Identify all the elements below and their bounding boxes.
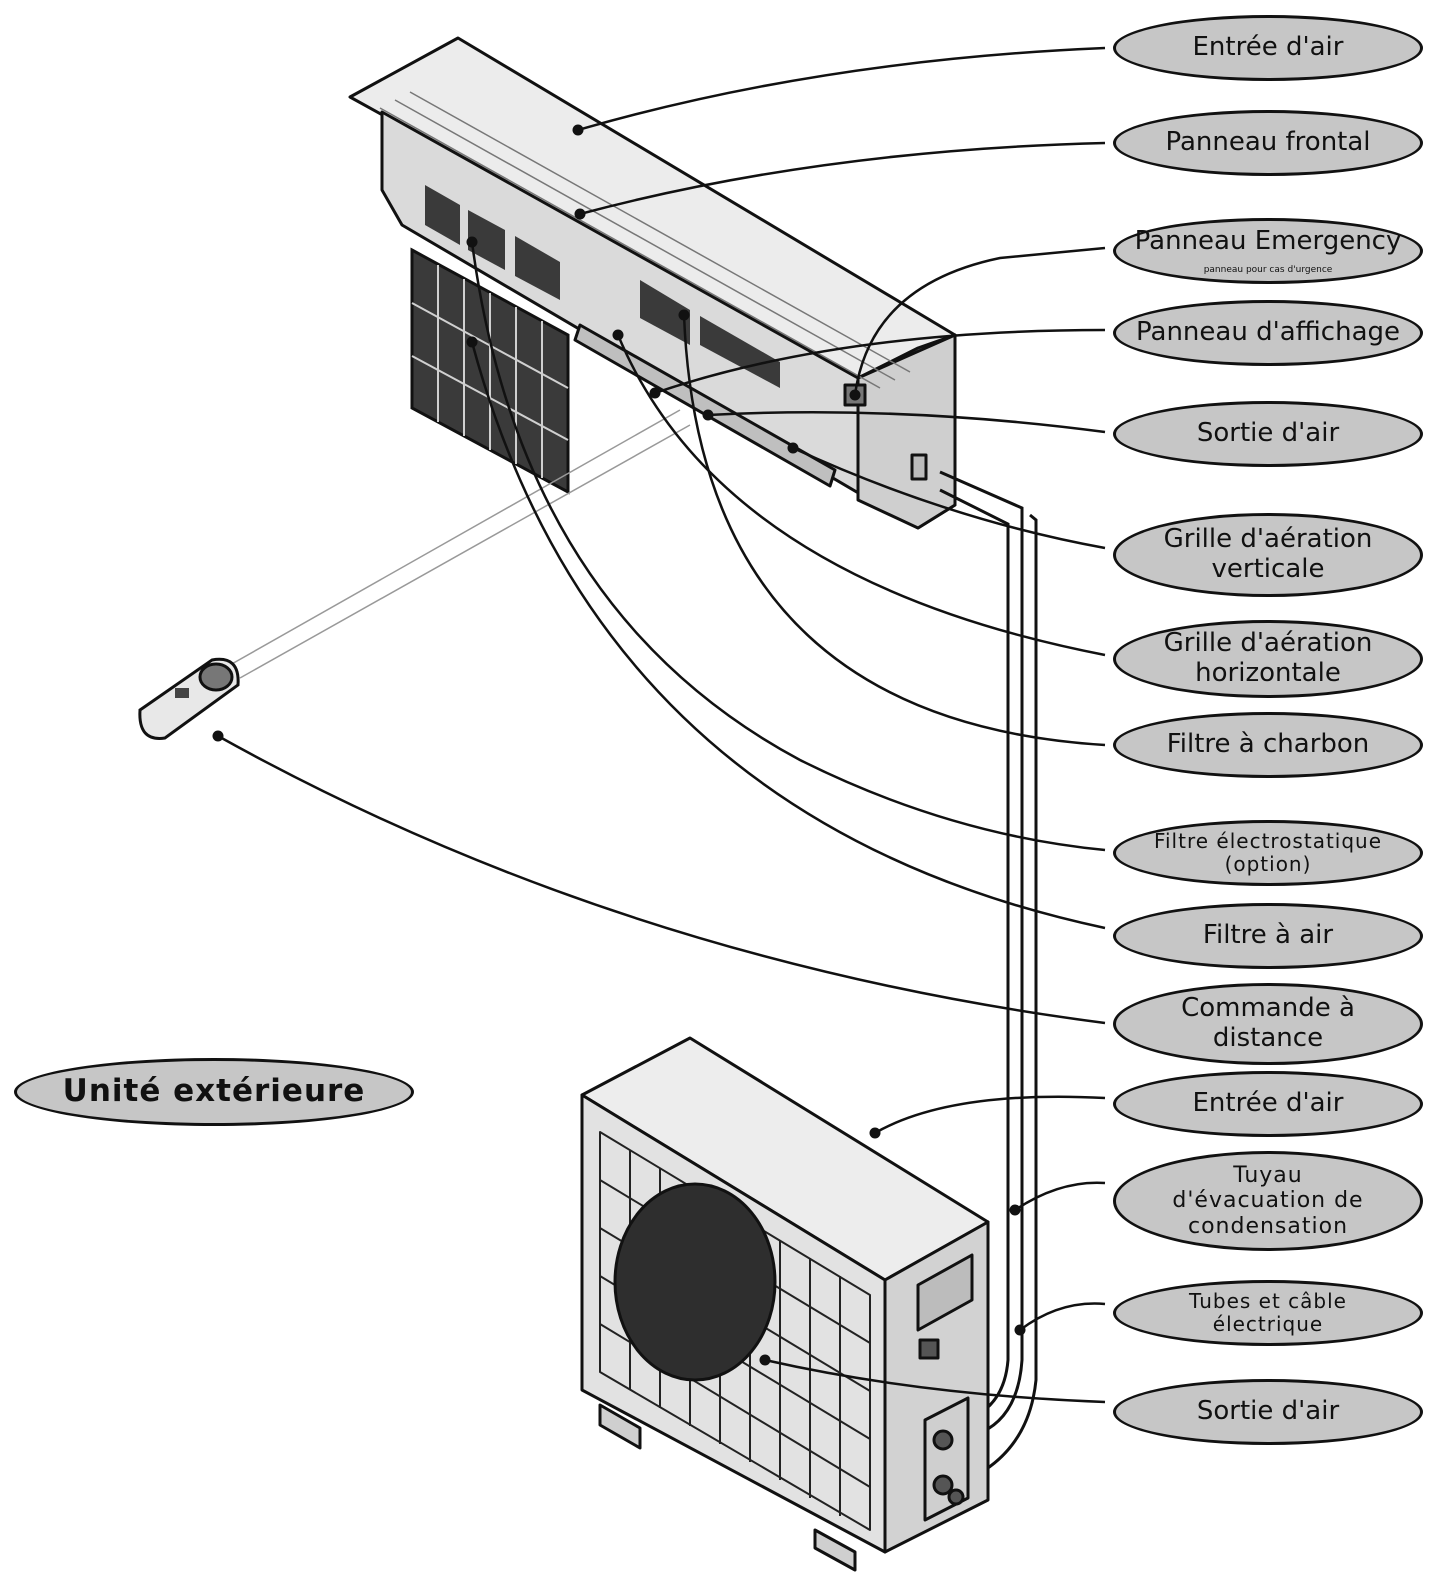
label-subtext: panneau pour cas d'urgence <box>1203 264 1333 275</box>
label-text: Grille d'aération <box>1163 524 1373 555</box>
label-text: condensation <box>1187 1213 1349 1239</box>
label-text: Panneau frontal <box>1165 127 1371 158</box>
heading-unite-exterieure: Unité extérieure <box>14 1058 414 1126</box>
label-text: verticale <box>1211 554 1325 584</box>
label-text: Filtre à charbon <box>1166 729 1370 760</box>
label-text: Sortie d'air <box>1196 1396 1340 1427</box>
label-sortie-air-bottom: Sortie d'air <box>1113 1379 1423 1445</box>
label-text: Tuyau <box>1233 1163 1303 1189</box>
label-filtre-electrostatique: Filtre électrostatique (option) <box>1113 820 1423 886</box>
label-commande-distance: Commande à distance <box>1113 983 1423 1065</box>
remote-rays <box>229 409 691 679</box>
label-text: horizontale <box>1195 658 1341 688</box>
label-tubes-cable: Tubes et câble électrique <box>1113 1280 1423 1346</box>
label-filtre-air: Filtre à air <box>1113 903 1423 969</box>
label-text: électrique <box>1212 1312 1324 1336</box>
label-entree-air-bottom: Entrée d'air <box>1113 1071 1423 1137</box>
label-text: Commande à <box>1181 993 1355 1024</box>
label-grille-horizontale: Grille d'aération horizontale <box>1113 620 1423 698</box>
label-text: (option) <box>1224 852 1312 876</box>
label-entree-air-top: Entrée d'air <box>1113 15 1423 81</box>
leader-lines <box>217 46 1106 1404</box>
label-text: d'évacuation de <box>1172 1188 1364 1214</box>
label-text: Entrée d'air <box>1192 32 1344 63</box>
leader-dots <box>212 124 1026 1366</box>
label-text: Sortie d'air <box>1196 418 1340 449</box>
label-text: Entrée d'air <box>1192 1088 1344 1119</box>
outdoor-unit <box>580 1036 990 1572</box>
label-filtre-charbon: Filtre à charbon <box>1113 712 1423 778</box>
label-text: Tubes et câble <box>1189 1289 1347 1313</box>
label-text: Grille d'aération <box>1163 628 1373 659</box>
label-grille-verticale: Grille d'aération verticale <box>1113 513 1423 597</box>
remote-control <box>138 657 240 740</box>
label-text: distance <box>1212 1023 1324 1053</box>
label-text: Panneau Emergency <box>1134 225 1402 256</box>
label-text: Panneau d'affichage <box>1136 317 1400 348</box>
label-panneau-emergency: Panneau Emergency panneau pour cas d'urg… <box>1113 218 1423 284</box>
label-text: Filtre à air <box>1202 920 1334 951</box>
label-text: Filtre électrostatique <box>1153 829 1383 853</box>
label-panneau-affichage: Panneau d'affichage <box>1113 300 1423 366</box>
heading-text: Unité extérieure <box>62 1073 366 1110</box>
label-tuyau-condensation: Tuyau d'évacuation de condensation <box>1113 1151 1423 1251</box>
indoor-unit <box>348 36 957 530</box>
label-panneau-frontal: Panneau frontal <box>1113 110 1423 176</box>
label-sortie-air-top: Sortie d'air <box>1113 401 1423 467</box>
